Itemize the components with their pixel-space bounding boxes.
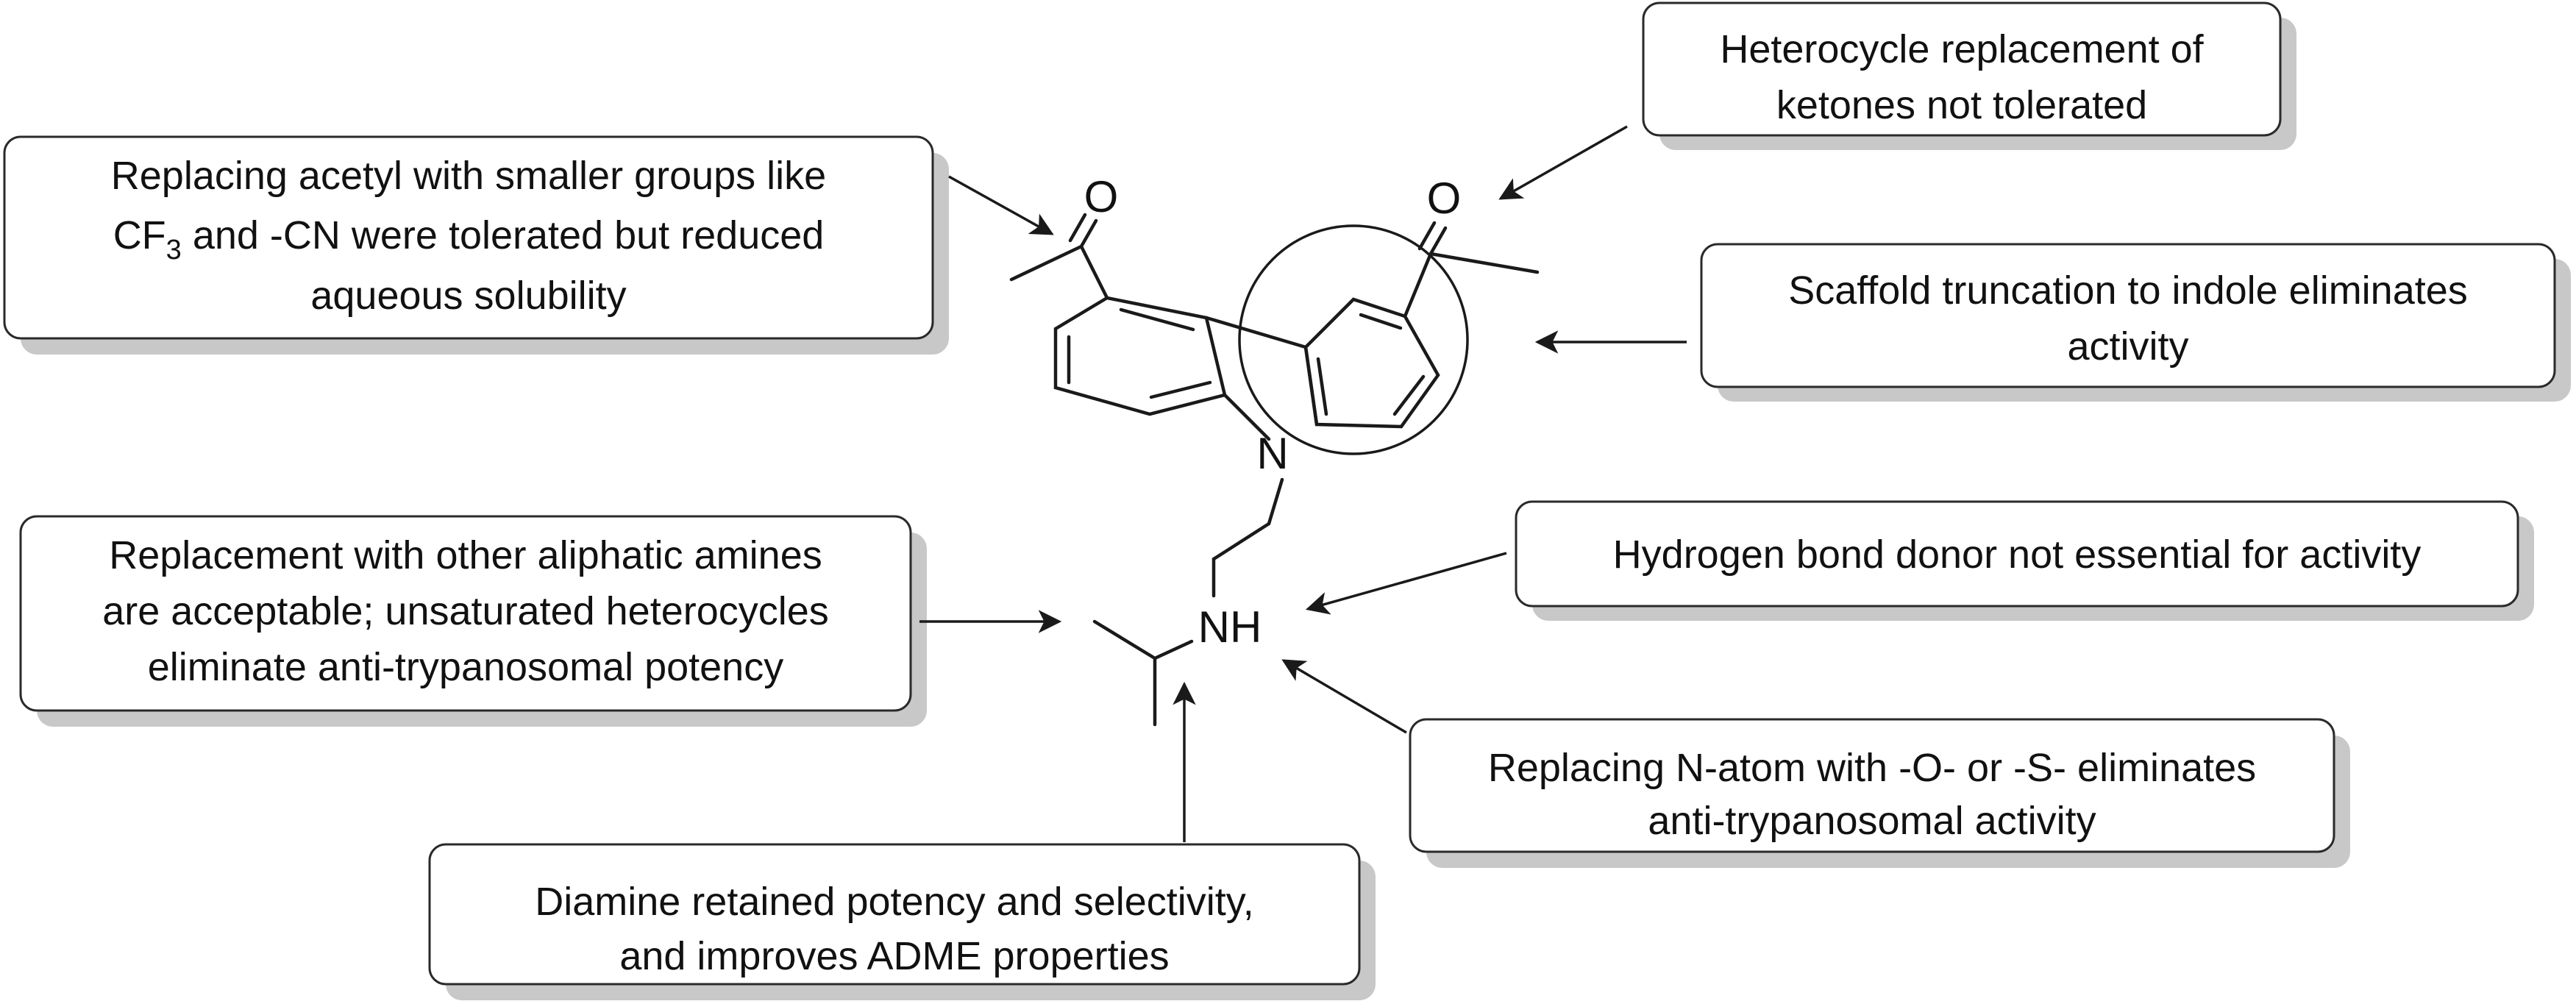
arrow-hbond bbox=[1305, 552, 1507, 615]
callout-acetyl-line-2: CF3 and -CN were tolerated but reduced bbox=[113, 213, 825, 266]
callout-acetyl: Replacing acetyl with smaller groups lik… bbox=[3, 135, 949, 355]
callout-diamine-line-1: Diamine retained potency and selectivity… bbox=[535, 880, 1254, 924]
callout-amines: Replacement with other aliphatic amines … bbox=[19, 515, 927, 727]
atom-oxygen-right: O bbox=[1427, 174, 1462, 223]
arrow-heterocycle bbox=[1498, 125, 1628, 200]
callout-amines-line-2: are acceptable; unsaturated heterocycles bbox=[102, 589, 829, 633]
callout-natom-line-2: anti-trypanosomal activity bbox=[1648, 799, 2096, 843]
callout-scaffold: Scaffold truncation to indole eliminates… bbox=[1700, 243, 2571, 402]
left-benzene-ring bbox=[1053, 296, 1227, 416]
carbazole-molecule: O O N NH bbox=[1009, 172, 1540, 727]
callout-natom-line-1: Replacing N-atom with -O- or -S- elimina… bbox=[1488, 746, 2256, 790]
callout-acetyl-line-3: aqueous solubility bbox=[310, 274, 626, 318]
callout-heterocycle-line-2: ketones not tolerated bbox=[1776, 83, 2147, 127]
callout-heterocycle-line-1: Heterocycle replacement of bbox=[1720, 27, 2204, 71]
ethyl-linker bbox=[1211, 477, 1284, 598]
callout-hbond: Hydrogen bond donor not essential for ac… bbox=[1515, 500, 2534, 621]
callout-amines-line-1: Replacement with other aliphatic amines bbox=[109, 533, 822, 577]
arrow-acetyl bbox=[948, 175, 1054, 235]
right-acetyl-group: O bbox=[1403, 174, 1540, 318]
callout-hbond-line-1: Hydrogen bond donor not essential for ac… bbox=[1613, 533, 2422, 577]
callout-scaffold-line-1: Scaffold truncation to indole eliminates bbox=[1788, 268, 2468, 313]
atom-nitrogen-ring: N bbox=[1256, 429, 1288, 478]
highlight-circle bbox=[1238, 224, 1469, 455]
callout-scaffold-line-2: activity bbox=[2067, 324, 2188, 369]
callout-acetyl-line-1: Replacing acetyl with smaller groups lik… bbox=[111, 154, 826, 198]
callout-natom: Replacing N-atom with -O- or -S- elimina… bbox=[1409, 718, 2350, 868]
atom-oxygen-left: O bbox=[1084, 172, 1119, 221]
callout-amines-line-3: eliminate anti-trypanosomal potency bbox=[148, 645, 783, 689]
atom-nh: NH bbox=[1198, 602, 1262, 652]
callout-diamine-line-2: and improves ADME properties bbox=[619, 934, 1169, 978]
callout-diamine: Diamine retained potency and selectivity… bbox=[428, 843, 1376, 1000]
pyrrole-ring bbox=[1204, 316, 1319, 441]
right-benzene-ring bbox=[1303, 297, 1440, 429]
left-acetyl-group: O bbox=[1009, 172, 1119, 300]
arrow-natom bbox=[1281, 659, 1407, 734]
callout-heterocycle: Heterocycle replacement of ketones not t… bbox=[1642, 1, 2296, 150]
isopropyl-group bbox=[1092, 619, 1194, 727]
